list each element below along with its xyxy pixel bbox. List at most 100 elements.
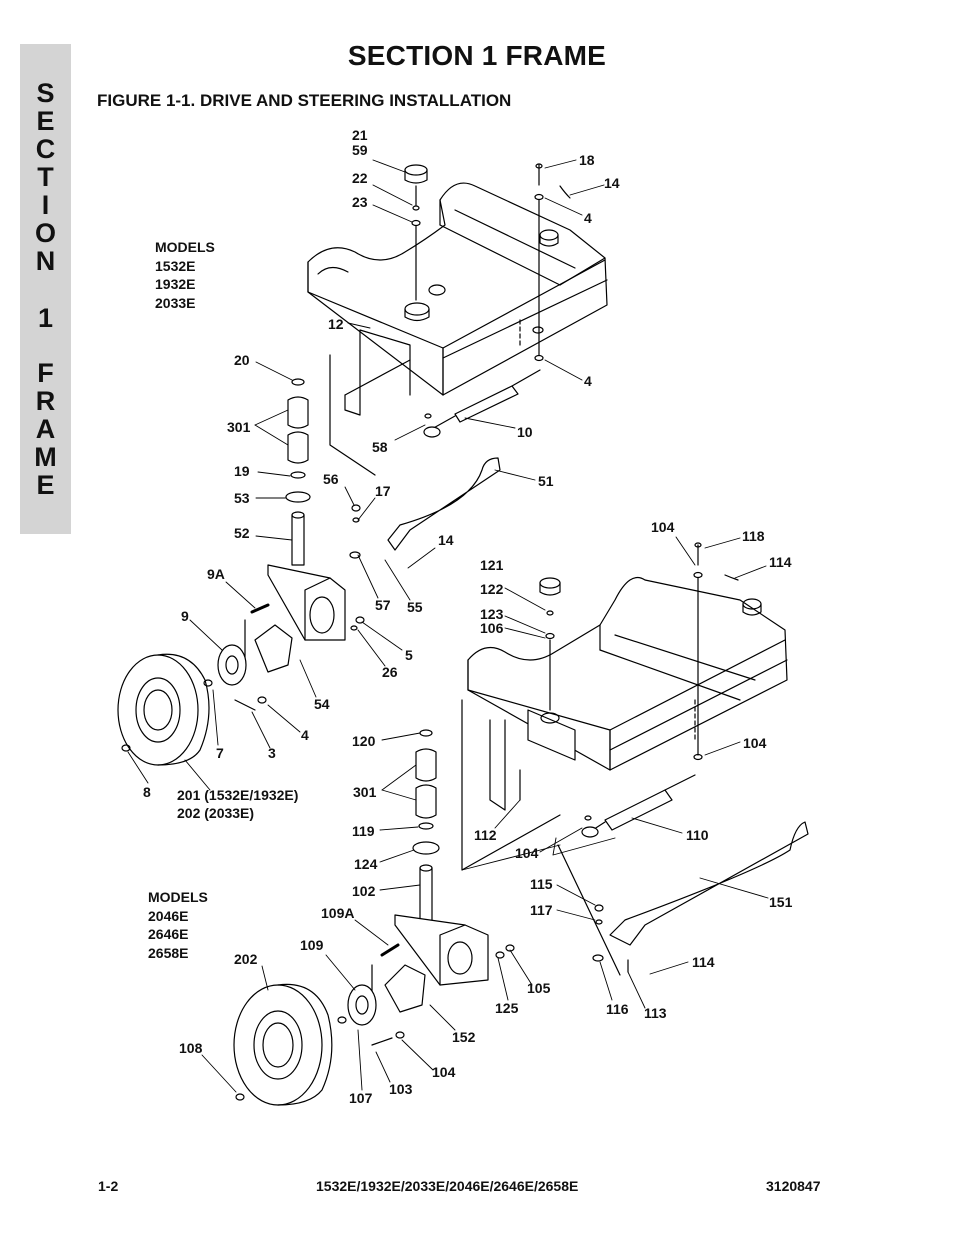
upper-wheel-assembly [117, 603, 365, 766]
callout-label: 19 [234, 463, 250, 479]
callout-label: 115 [530, 876, 553, 892]
callout-label: 54 [314, 696, 330, 712]
callout-label: 59 [352, 142, 368, 158]
callout-label: 104 [432, 1064, 456, 1080]
callout-label: 114 [769, 554, 792, 570]
callout-label: 20 [234, 352, 250, 368]
callout-label: 58 [372, 439, 388, 455]
callout-label: 119 [352, 823, 375, 839]
callout-label: 109 [300, 937, 324, 953]
callout-label: 116 [606, 1001, 629, 1017]
callout-label: 301 [227, 419, 251, 435]
document-number: 3120847 [766, 1178, 821, 1194]
upper-frame [307, 182, 608, 396]
callout-label: 4 [301, 727, 309, 743]
side-tab-letter: E [36, 470, 55, 500]
callout-label: 106 [480, 620, 504, 636]
callout-label: 152 [452, 1029, 476, 1045]
models-heading: MODELS [148, 889, 208, 905]
models-heading: MODELS [155, 239, 215, 255]
figure-title: FIGURE 1-1. DRIVE AND STEERING INSTALLAT… [97, 91, 512, 110]
lower-wheel-assembly [233, 943, 426, 1106]
callout-label: 18 [579, 152, 595, 168]
side-tab-letter: S [36, 78, 55, 108]
side-tab-letter: R [35, 386, 56, 416]
callout-label: 112 [474, 827, 497, 843]
model-item: 2658E [148, 944, 189, 961]
callout-label: 23 [352, 194, 368, 210]
callout-label: 202 [234, 951, 258, 967]
callout-label: 105 [527, 980, 551, 996]
model-item: 2646E [148, 926, 189, 942]
callout-label: 7 [216, 745, 224, 761]
callout-label: 10 [517, 424, 533, 440]
lower-frame [461, 576, 788, 871]
callout-label: 123 [480, 606, 504, 622]
callout-label: 122 [480, 581, 504, 597]
callout-leader-lines [127, 159, 769, 1093]
callout-label: 118 [742, 528, 765, 544]
callout-label: 8 [143, 784, 151, 800]
callout-label: 104 [515, 845, 539, 861]
callout-label: 109A [321, 905, 355, 921]
callout-label: 110 [686, 827, 709, 843]
callout-label: 124 [354, 856, 378, 872]
side-tab-letter: F [37, 358, 54, 388]
callout-label: 201 (1532E/1932E) [177, 787, 299, 803]
callout-label: 26 [382, 664, 398, 680]
footer-models: 1532E/1932E/2033E/2046E/2646E/2658E [316, 1178, 579, 1194]
model-item: 1932E [155, 276, 196, 292]
section-side-tab: S E C T I O N 1 F R A M E [20, 44, 71, 534]
lower-steering-cylinder [557, 774, 809, 976]
callout-label: 120 [352, 733, 376, 749]
callout-label: 51 [538, 473, 554, 489]
callout-label: 3 [268, 745, 276, 761]
side-tab-letter: C [35, 134, 56, 164]
callout-label: 21 [352, 127, 368, 143]
upper-kingpin-assembly [267, 329, 411, 641]
callout-label: 55 [407, 599, 423, 615]
upper-steering-cylinder [349, 369, 541, 559]
callout-label: 117 [530, 902, 553, 918]
callout-label: 113 [644, 1005, 667, 1021]
page-number: 1-2 [98, 1178, 119, 1194]
callout-label: 53 [234, 490, 250, 506]
callout-label: 17 [375, 483, 391, 499]
side-tab-letter: 1 [37, 303, 54, 333]
callout-label: 202 (2033E) [177, 805, 255, 821]
side-tab-letter: N [35, 246, 56, 276]
callout-label: 9 [181, 608, 189, 624]
callout-label: 14 [438, 532, 454, 548]
callout-label: 121 [480, 557, 504, 573]
callout-label: 104 [743, 735, 767, 751]
lower-kingpin-assembly [394, 729, 515, 986]
lower-fastener-stack [539, 542, 739, 761]
callout-label: 114 [692, 954, 715, 970]
callout-label: 108 [179, 1040, 203, 1056]
callout-label: 104 [651, 519, 675, 535]
callout-label: 301 [353, 784, 377, 800]
callout-label: 22 [352, 170, 368, 186]
model-item: 1532E [155, 257, 196, 274]
callout-label: 103 [389, 1081, 413, 1097]
callout-label: 12 [328, 316, 344, 332]
callout-label: 52 [234, 525, 250, 541]
section-title: SECTION 1 FRAME [347, 40, 607, 71]
side-tab-letter: I [41, 190, 50, 220]
side-tab-letter: E [36, 106, 55, 136]
callout-label: 102 [352, 883, 376, 899]
models-lower: MODELS 2046E 2646E 2658E [148, 888, 208, 962]
callout-label: 56 [323, 471, 339, 487]
side-tab-letter: M [34, 442, 57, 472]
callout-label: 4 [584, 210, 592, 226]
model-item: 2046E [148, 907, 189, 924]
callout-label: 9A [207, 566, 225, 582]
callout-label: 5 [405, 647, 413, 663]
callout-label: 14 [604, 175, 620, 191]
callout-label: 107 [349, 1090, 373, 1106]
side-tab-letter: T [37, 162, 54, 192]
side-tab-letter: O [34, 218, 56, 248]
models-upper: MODELS 1532E 1932E 2033E [155, 238, 215, 312]
model-item: 2033E [155, 294, 196, 311]
